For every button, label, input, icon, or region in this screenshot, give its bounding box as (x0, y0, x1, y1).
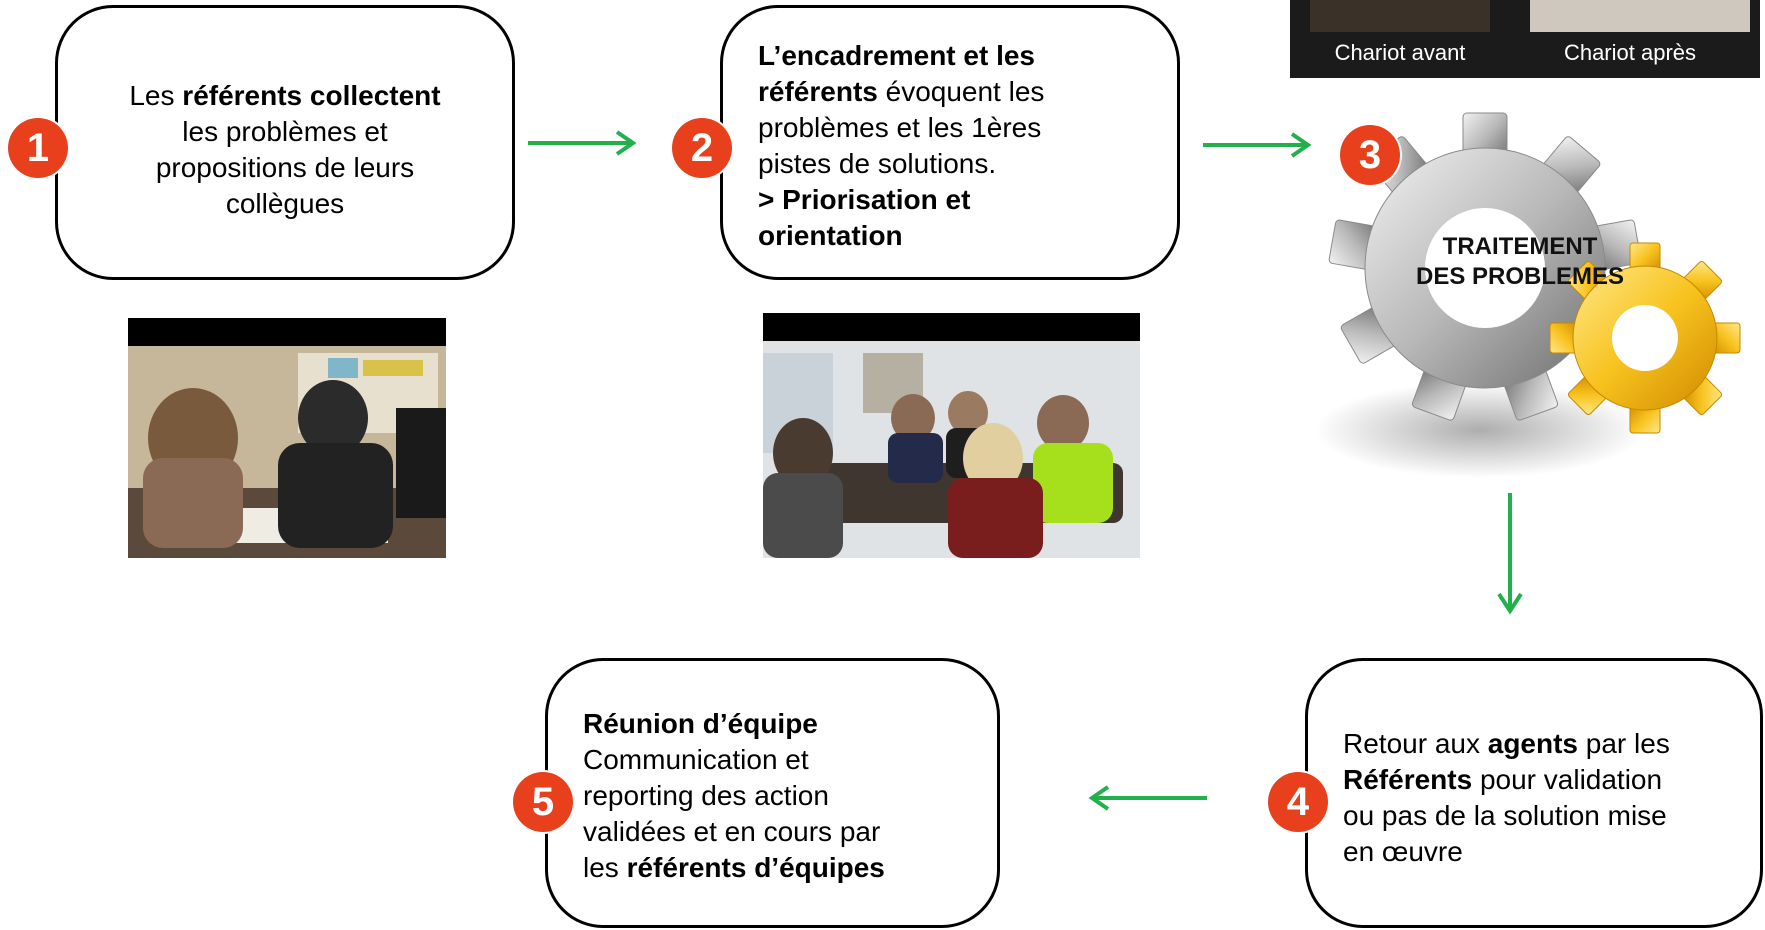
step2-text-3: évoquent les (877, 76, 1045, 107)
step5-text-5: les (583, 852, 627, 883)
step5-box: Réunion d’équipe Communication et report… (545, 658, 1000, 928)
step2-text-7: orientation (758, 220, 903, 251)
step1-text-4: propositions de leurs (155, 152, 415, 183)
step4-text-3: par les (1578, 728, 1670, 759)
step2-badge: 2 (672, 118, 732, 178)
arrow-3-to-4 (1497, 493, 1523, 615)
step1-badge: 1 (8, 118, 68, 178)
step2-text-4: problèmes et les 1ères (758, 112, 1042, 143)
step1-text-5: collègues (225, 188, 345, 219)
step5-text-3: reporting des action (583, 780, 829, 811)
arrow-1-to-2 (528, 130, 637, 156)
step4-text-4: Référents (1343, 764, 1473, 795)
step4-text-5: pour validation (1472, 764, 1663, 795)
step1-text-3: les problèmes et (182, 116, 388, 147)
cart-photos-panel: Chariot avant Chariot après (1290, 0, 1760, 78)
gear-shadow (1315, 382, 1645, 478)
step4-badge: 4 (1268, 772, 1328, 832)
photo-referents-collecting (128, 318, 446, 558)
arrow-4-to-5 (1088, 785, 1207, 811)
step5-text-4: validées et en cours par (583, 816, 881, 847)
step5-text-6: référents d’équipes (626, 852, 885, 883)
step4-text-7: en œuvre (1343, 836, 1463, 867)
arrow-2-to-3 (1203, 132, 1312, 158)
step1-text-1: Les (129, 80, 183, 111)
step1-text-2: référents collectent (182, 80, 441, 111)
step4-box: Retour aux agents par les Référents pour… (1305, 658, 1763, 928)
gear-gold-icon (1549, 242, 1741, 434)
step4-text-6: ou pas de la solution mise (1343, 800, 1667, 831)
step3-label-line2: DES PROBLEMES (1415, 263, 1625, 290)
cart-before-image (1310, 0, 1490, 32)
step2-text-5: pistes de solutions. (758, 148, 997, 179)
photo-team-meeting (763, 313, 1140, 558)
step4-text-1: Retour aux (1343, 728, 1488, 759)
step2-text-1: L’encadrement et les (758, 40, 1036, 71)
step4-text-2: agents (1487, 728, 1578, 759)
step5-text-1: Réunion d’équipe (583, 708, 818, 739)
step3-label-line1: TRAITEMENT (1442, 233, 1598, 260)
gears-illustration (1315, 112, 1741, 478)
step3-badge: 3 (1340, 125, 1400, 185)
cart-after-caption: Chariot après (1563, 40, 1697, 65)
cart-after-image (1530, 0, 1750, 32)
step1-box: Les référents collectent les problèmes e… (55, 5, 515, 280)
step5-badge: 5 (513, 772, 573, 832)
step3-label: TRAITEMENT DES PROBLEMES (1380, 232, 1660, 292)
step2-box: L’encadrement et les référents évoquent … (720, 5, 1180, 280)
step2-text-2: référents (758, 76, 878, 107)
step5-text-2: Communication et (583, 744, 809, 775)
cart-before-caption: Chariot avant (1334, 40, 1466, 65)
step2-text-6: > Priorisation et (758, 184, 971, 215)
